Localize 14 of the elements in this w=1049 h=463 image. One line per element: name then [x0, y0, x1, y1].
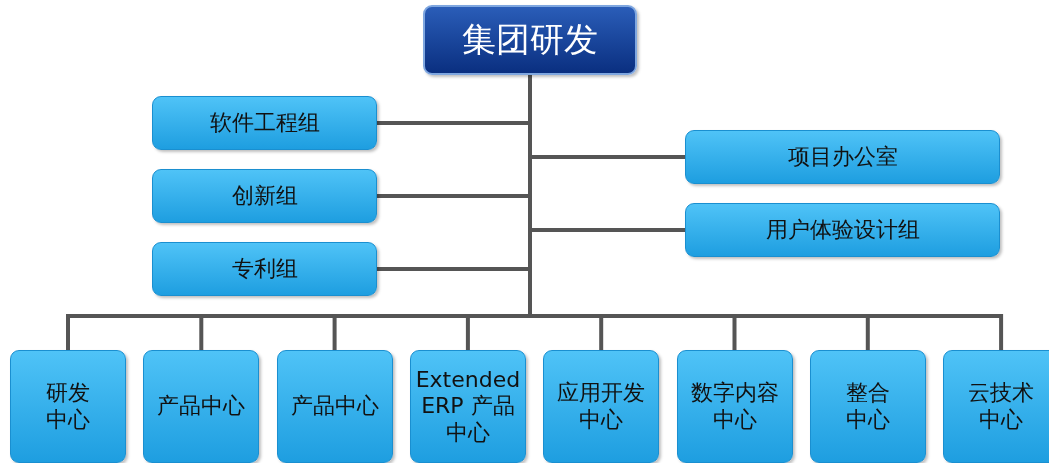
unit-box: 用户体验设计组 — [685, 203, 1000, 257]
unit-box: 项目办公室 — [685, 130, 1000, 184]
unit-box: 应用开发中心 — [543, 350, 660, 463]
unit-box: 云技术中心 — [943, 350, 1049, 463]
unit-box: 专利组 — [152, 242, 377, 296]
unit-box: 创新组 — [152, 169, 377, 223]
unit-box: Extended ERP 产品中心 — [409, 350, 526, 463]
unit-box: 产品中心 — [143, 350, 260, 463]
department-box: 集团研发 — [423, 5, 637, 75]
unit-box: 整合中心 — [809, 350, 926, 463]
unit-box: 研发中心 — [10, 350, 126, 463]
unit-box: 产品中心 — [276, 350, 393, 463]
unit-box: 数字内容中心 — [676, 350, 793, 463]
unit-box: 软件工程组 — [152, 96, 377, 150]
